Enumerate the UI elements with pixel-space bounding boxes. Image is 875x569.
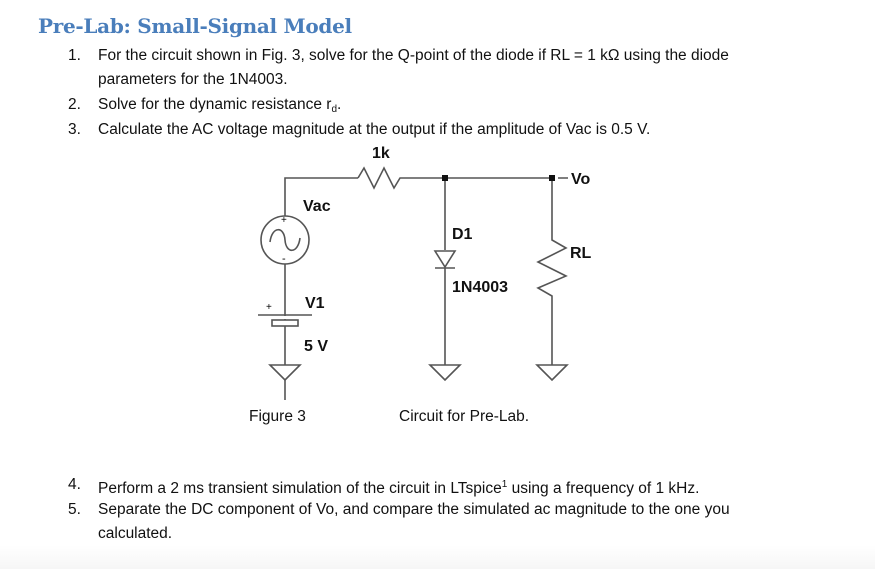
question-text-main: Perform a 2 ms transient simulation of t… xyxy=(98,480,502,497)
footnote-marker: 1 xyxy=(501,479,508,490)
question-number: 4. xyxy=(68,476,81,493)
diode-symbol xyxy=(433,250,457,269)
source-label: Vac xyxy=(303,198,331,215)
ground-icon xyxy=(428,364,462,382)
ground-icon xyxy=(268,364,302,382)
battery-plate-short xyxy=(271,319,299,327)
subscript: d xyxy=(331,104,338,115)
question-text-suffix: using a frequency of 1 kHz. xyxy=(507,480,700,497)
ground-icon xyxy=(535,364,569,382)
question-text: Solve for the dynamic resistance rd. xyxy=(98,93,341,122)
diode-part: 1N4003 xyxy=(452,279,508,296)
question-number: 5. xyxy=(68,501,81,518)
figure-caption: Circuit for Pre-Lab. xyxy=(399,408,530,425)
battery-value: 5 V xyxy=(304,338,328,355)
diode-label: D1 xyxy=(452,226,473,243)
sine-icon xyxy=(269,228,301,252)
resistor-rl xyxy=(536,178,568,365)
question-number: 3. xyxy=(68,121,81,138)
output-label: Vo xyxy=(571,171,590,188)
question-number: 2. xyxy=(68,96,81,113)
question-text: Perform a 2 ms transient simulation of t… xyxy=(98,473,699,501)
source-minus: - xyxy=(282,253,286,265)
junction-dot xyxy=(549,175,555,181)
battery-label: V1 xyxy=(305,295,325,312)
question-text-continued: parameters for the 1N4003. xyxy=(98,71,288,88)
resistor-1k xyxy=(357,166,445,190)
battery-plus: + xyxy=(266,302,272,313)
question-text-suffix: . xyxy=(337,96,342,113)
question-number: 1. xyxy=(68,47,81,64)
page-title: Pre-Lab: Small-Signal Model xyxy=(38,14,352,38)
source-plus: + xyxy=(281,215,287,226)
question-text: Calculate the AC voltage magnitude at th… xyxy=(98,121,651,138)
question-text: Separate the DC component of Vo, and com… xyxy=(98,501,730,518)
question-text-main: Solve for the dynamic resistance r xyxy=(98,96,332,113)
junction-dot xyxy=(442,175,448,181)
load-label: RL xyxy=(570,245,592,262)
question-text: For the circuit shown in Fig. 3, solve f… xyxy=(98,47,729,64)
figure-number: Figure 3 xyxy=(249,408,306,425)
resistor-label: 1k xyxy=(372,145,390,162)
question-text-continued: calculated. xyxy=(98,525,173,542)
